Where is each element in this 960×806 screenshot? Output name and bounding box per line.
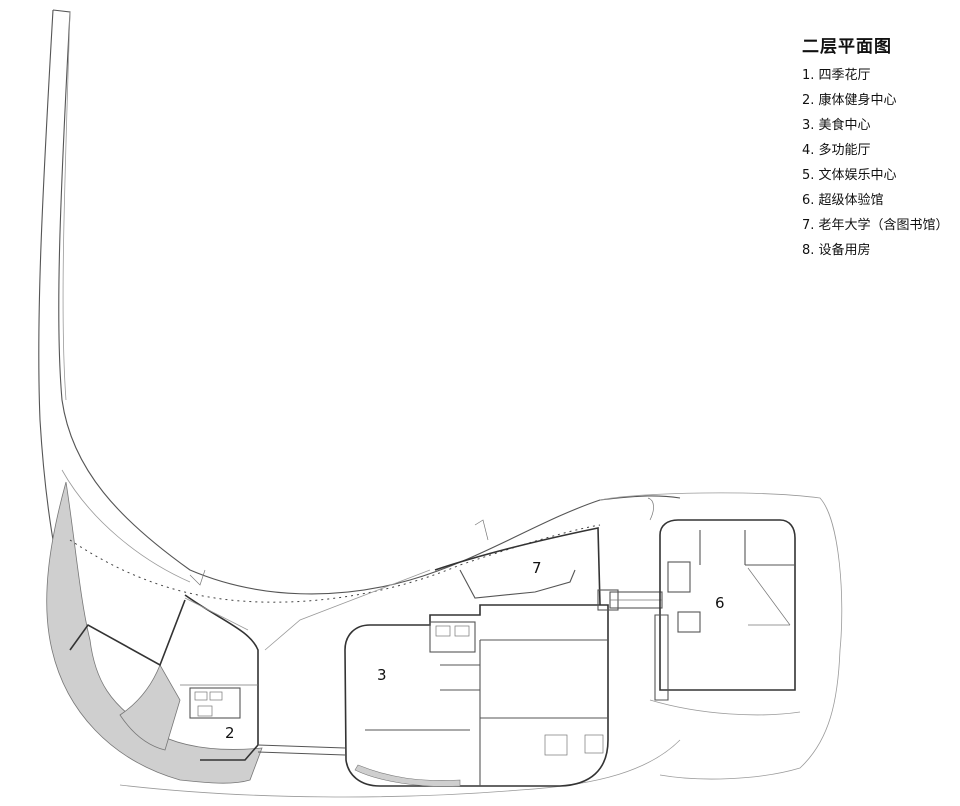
legend-item-2: 2. 康体健身中心 bbox=[802, 93, 897, 108]
room-label-6: 6 bbox=[715, 594, 725, 612]
room-label-3: 3 bbox=[377, 666, 387, 684]
legend-list: 1. 四季花厅 2. 康体健身中心 3. 美食中心 4. 多功能厅 5. 文体娱… bbox=[802, 63, 949, 263]
gray-ramp bbox=[46, 481, 263, 784]
building-6 bbox=[647, 497, 801, 716]
legend-item-8: 8. 设备用房 bbox=[802, 243, 871, 258]
walkway bbox=[257, 744, 346, 756]
legend-item-5: 5. 文体娱乐中心 bbox=[802, 168, 897, 183]
legend-title: 二层平面图 bbox=[802, 37, 892, 57]
legend-item-6: 6. 超级体验馆 bbox=[802, 193, 884, 208]
legend-item-4: 4. 多功能厅 bbox=[802, 143, 871, 158]
room-label-2: 2 bbox=[225, 724, 235, 742]
legend-item-3: 3. 美食中心 bbox=[802, 118, 871, 133]
building-7 bbox=[184, 527, 619, 651]
legend-item-1: 1. 四季花厅 bbox=[802, 68, 871, 83]
site-boundary bbox=[61, 469, 843, 798]
building-3 bbox=[344, 604, 609, 787]
building-2 bbox=[69, 594, 259, 761]
promenade-curve bbox=[38, 9, 681, 776]
room-label-7: 7 bbox=[532, 559, 542, 577]
legend-item-7: 7. 老年大学（含图书馆） bbox=[802, 218, 949, 233]
bridge bbox=[609, 591, 663, 609]
legend: 二层平面图 1. 四季花厅 2. 康体健身中心 3. 美食中心 4. 多功能厅 … bbox=[802, 32, 949, 263]
canopy-dashed bbox=[69, 519, 601, 603]
